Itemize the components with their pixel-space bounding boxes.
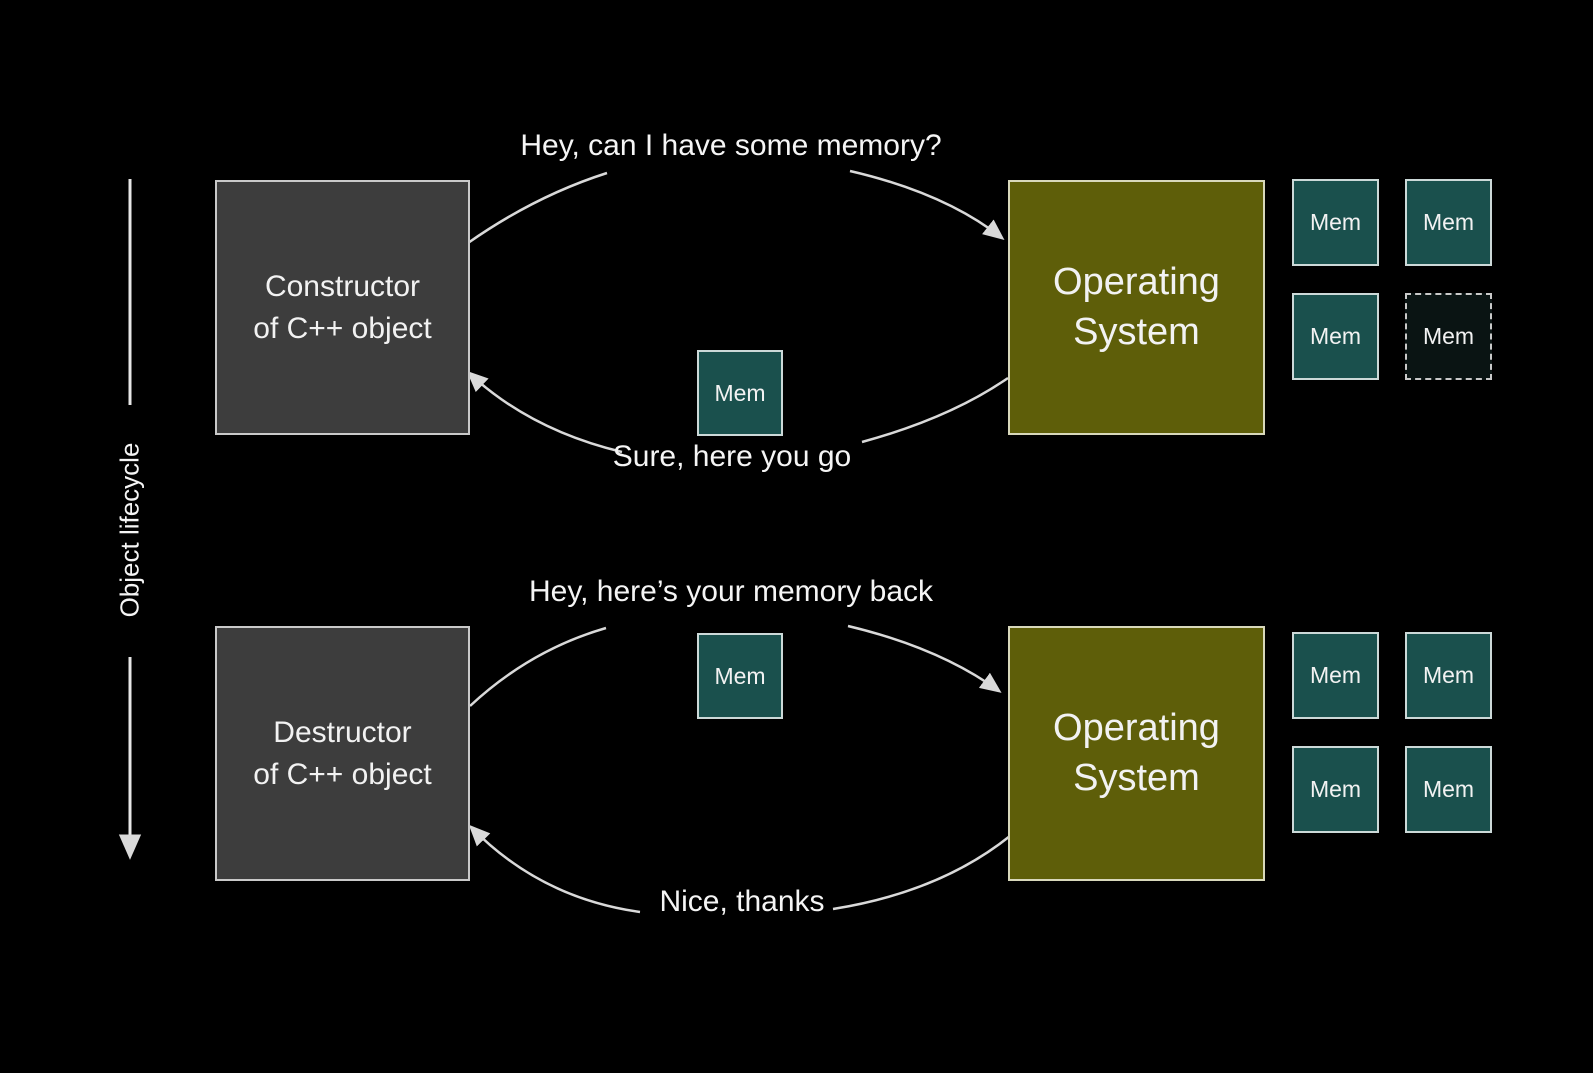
response-arrow-right-segment [861, 376, 1009, 444]
mem-transfer-box-top: Mem [697, 350, 783, 436]
response-arrow-left-segment [466, 370, 623, 454]
mem-box: Mem [1292, 632, 1379, 719]
mem-box: Mem [1405, 179, 1492, 266]
request-arrow-right-segment [849, 169, 1005, 240]
mem-box: Mem [1292, 293, 1379, 380]
mem-box: Mem [1292, 746, 1379, 833]
return-message: Hey, here’s your memory back [528, 575, 934, 608]
mem-box-empty: Mem [1405, 293, 1492, 380]
lifecycle-axis-label: Object lifecycle [114, 442, 145, 618]
constructor-box: Constructor of C++ object [215, 180, 470, 435]
mem-box: Mem [1405, 746, 1492, 833]
request-message: Hey, can I have some memory? [520, 129, 942, 162]
request-arrow-left-segment [467, 171, 608, 245]
return-arrow-right-segment [847, 624, 1002, 693]
thanks-arrow-left-segment [468, 824, 641, 914]
os-box-bottom: Operating System [1008, 626, 1265, 881]
return-arrow-left-segment [469, 626, 607, 707]
os-box-top: Operating System [1008, 180, 1265, 435]
mem-transfer-box-bottom: Mem [697, 633, 783, 719]
mem-box: Mem [1405, 632, 1492, 719]
thanks-arrow-right-segment [832, 835, 1011, 911]
destructor-box: Destructor of C++ object [215, 626, 470, 881]
thanks-message: Nice, thanks [659, 885, 825, 918]
mem-box: Mem [1292, 179, 1379, 266]
response-message: Sure, here you go [612, 440, 852, 473]
